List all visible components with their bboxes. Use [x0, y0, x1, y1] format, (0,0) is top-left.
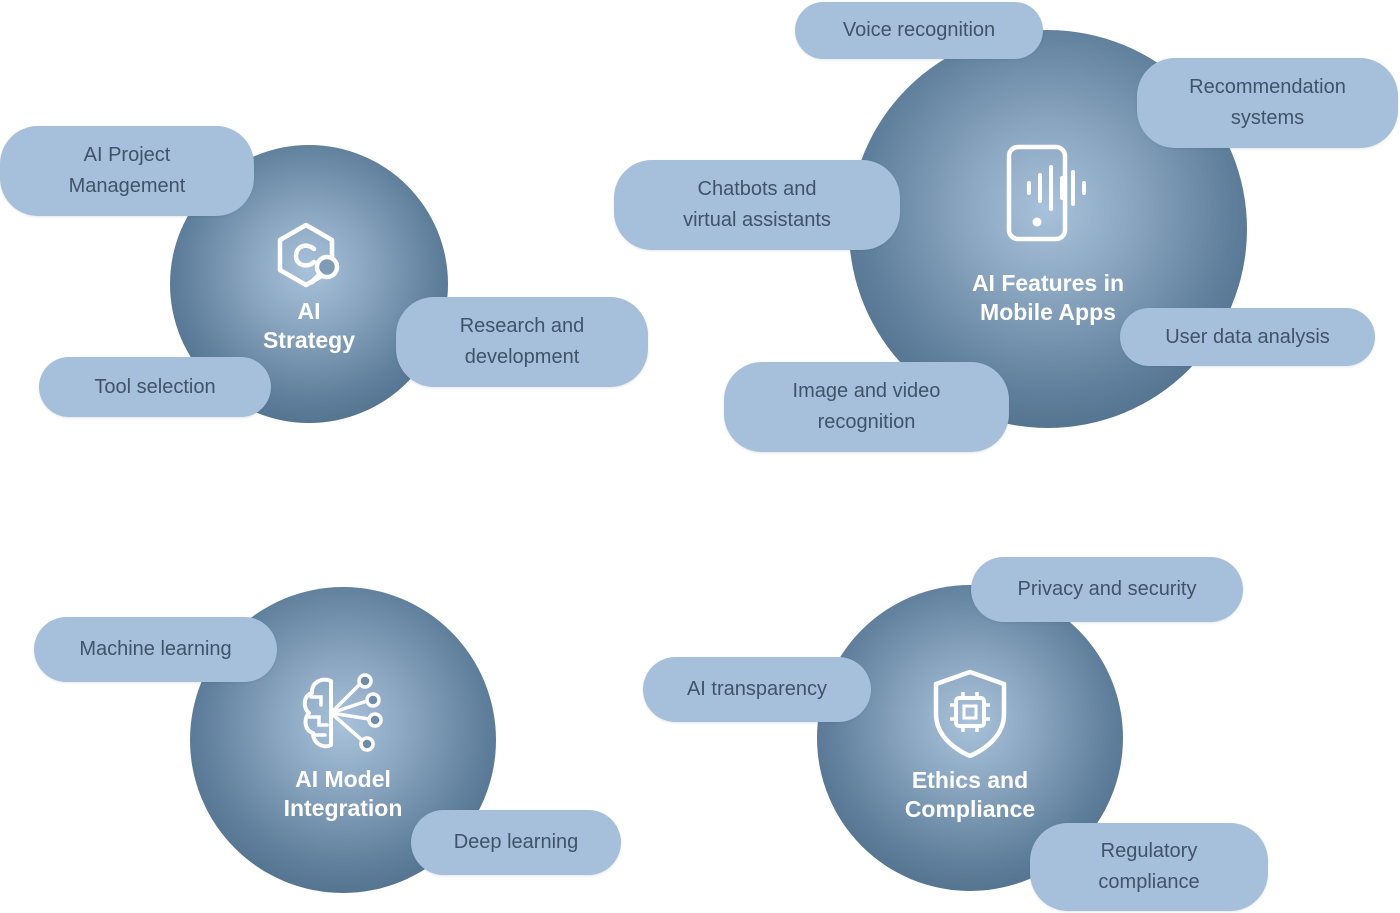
hub-title: AI Strategy — [262, 298, 356, 353]
pill-regulatory-compliance: Regulatory compliance — [1030, 823, 1268, 911]
pill-machine-learning: Machine learning — [34, 617, 277, 682]
brain-circuit-icon — [302, 673, 383, 752]
pill-research-and-development: Research and development — [396, 297, 648, 387]
hub-title: AI Model Integration — [283, 766, 403, 821]
pill-ai-transparency: AI transparency — [643, 657, 871, 722]
hexagon-search-icon — [277, 222, 340, 288]
pill-chatbots-virtual-assistants: Chatbots and virtual assistants — [614, 160, 900, 250]
pill-recommendation-systems: Recommendation systems — [1137, 58, 1398, 148]
pill-tool-selection: Tool selection — [39, 357, 271, 417]
phone-voice-icon — [1006, 144, 1086, 242]
pill-user-data-analysis: User data analysis — [1120, 308, 1375, 366]
shield-chip-icon — [933, 669, 1007, 759]
pill-ai-project-management: AI Project Management — [0, 126, 254, 216]
pill-image-video-recognition: Image and video recognition — [724, 362, 1009, 452]
pill-privacy-and-security: Privacy and security — [971, 557, 1243, 622]
hub-title: AI Features in Mobile Apps — [971, 270, 1125, 325]
pill-voice-recognition: Voice recognition — [795, 2, 1043, 59]
pill-deep-learning: Deep learning — [411, 810, 621, 875]
hub-title: Ethics and Compliance — [904, 767, 1036, 822]
